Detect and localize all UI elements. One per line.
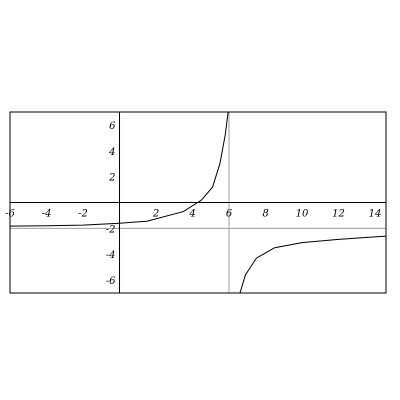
- y-tick-label: -6: [106, 276, 116, 287]
- plot-frame: [9, 111, 387, 294]
- y-tick-label: -4: [106, 250, 116, 261]
- y-tick-label: 6: [109, 121, 116, 132]
- curve-left-branch: [10, 112, 229, 227]
- x-tick-label: -2: [78, 209, 88, 220]
- x-tick-label: 10: [296, 209, 309, 220]
- x-tick-label: 4: [188, 209, 195, 220]
- curve-right-branch: [239, 235, 386, 293]
- x-tick-label: 2: [152, 209, 159, 220]
- x-tick-label: -4: [42, 209, 52, 220]
- y-tick-label: 4: [108, 147, 115, 158]
- x-tick-label: 8: [262, 209, 268, 220]
- curve-group: [10, 112, 386, 293]
- x-tick-label: 6: [226, 209, 233, 220]
- x-tick-label: 12: [332, 209, 345, 220]
- y-tick-label: 2: [108, 173, 115, 184]
- y-tick-label: -2: [106, 224, 116, 235]
- x-tick-label: 14: [369, 209, 382, 220]
